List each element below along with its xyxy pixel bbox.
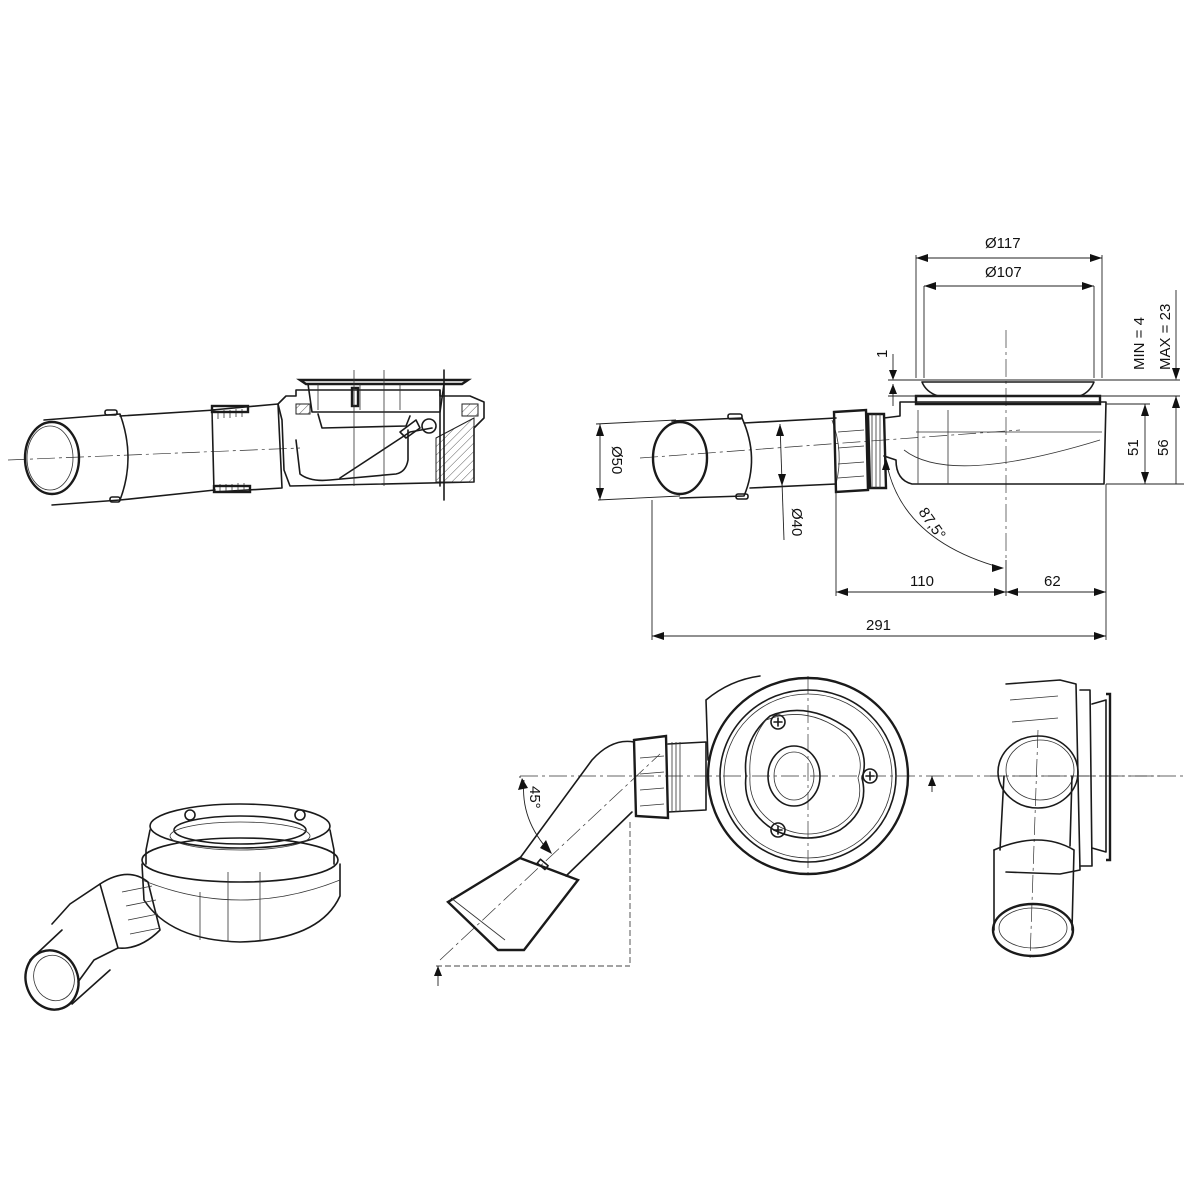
dim-outlet-to-center: 110 — [910, 573, 934, 590]
dim-outer-diameter: Ø117 — [985, 235, 1021, 252]
top-view-45deg — [434, 675, 1186, 986]
side-dimensioned-view — [595, 254, 1184, 640]
dim-tile-max: MAX = 23 — [1157, 304, 1174, 370]
dim-flange-thickness: 1 — [874, 350, 891, 358]
isometric-view — [24, 803, 341, 1011]
dim-height-body: 51 — [1125, 439, 1142, 456]
end-view — [990, 679, 1160, 961]
screw-icon — [770, 714, 878, 838]
dim-outlet-angle: 87,5° — [915, 505, 949, 544]
dim-height-total: 56 — [1155, 439, 1172, 456]
dim-outlet-outer-diameter: Ø50 — [608, 446, 625, 474]
dim-inner-diameter: Ø107 — [985, 264, 1022, 281]
dim-overall-length: 291 — [866, 617, 891, 634]
dim-tile-min: MIN = 4 — [1131, 317, 1148, 370]
dim-rotation-angle: 45° — [526, 786, 543, 809]
dim-center-to-edge: 62 — [1044, 573, 1061, 590]
section-view — [7, 369, 485, 506]
dim-outlet-inner-diameter: Ø40 — [788, 508, 805, 536]
